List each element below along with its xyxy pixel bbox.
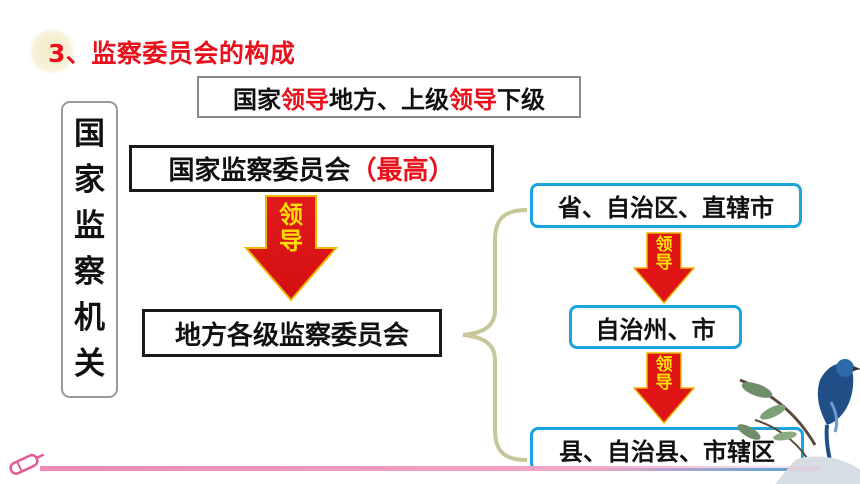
level-label: 县、自治县、市辖区	[559, 437, 775, 466]
local-commission-label: 地方各级监察委员会	[174, 320, 409, 351]
national-commission-label: 国家监察委员会	[168, 156, 351, 186]
level-label: 省、自治区、直辖市	[558, 194, 774, 222]
arrow-char: 导	[655, 373, 673, 393]
level-label: 自治州、市	[595, 315, 716, 344]
title-decor-blob	[28, 28, 76, 74]
national-supervisory-organ-box: 国 家 监 察 机 关	[61, 101, 118, 398]
bottom-decor-line	[40, 466, 820, 471]
small-down-arrow	[633, 352, 695, 424]
vertical-char: 察	[74, 254, 105, 291]
subtitle-box: 国家领导地方、上级领导下级	[197, 76, 581, 118]
pen-icon	[9, 453, 45, 475]
province-level-box: 省、自治区、直辖市	[530, 183, 802, 228]
arrow-char: 导	[655, 253, 673, 273]
arrow-char: 导	[279, 227, 303, 255]
subtitle-part-3: 地方、上级	[329, 85, 449, 114]
highest-label: （最高）	[350, 156, 455, 186]
arrow-char: 领	[279, 201, 303, 229]
subtitle-part-5: 下级	[497, 85, 545, 114]
arrow-char: 领	[655, 235, 673, 255]
bird-painting	[737, 359, 860, 484]
subtitle-part-4: 领导	[449, 85, 497, 114]
vertical-char: 关	[74, 346, 105, 383]
vertical-char: 国	[74, 115, 105, 152]
prefecture-level-box: 自治州、市	[569, 305, 742, 349]
arrow-char: 领	[655, 355, 673, 375]
big-down-arrow	[244, 195, 338, 302]
local-commission-box: 地方各级监察委员会	[142, 309, 442, 357]
subtitle-part-2: 领导	[281, 85, 329, 114]
subtitle-part-1: 国家	[233, 85, 281, 114]
curly-brace	[462, 208, 528, 462]
vertical-char: 监	[74, 207, 105, 244]
national-commission-box: 国家监察委员会（最高）	[129, 145, 494, 192]
small-arrow-label: 领 导	[648, 357, 680, 392]
big-arrow-label: 领 导	[271, 203, 311, 253]
vertical-char: 家	[74, 161, 105, 198]
small-arrow-label: 领 导	[648, 237, 680, 272]
page-title: 3、监察委员会的构成	[48, 39, 296, 68]
vertical-char: 机	[74, 300, 105, 337]
small-down-arrow	[633, 232, 695, 304]
